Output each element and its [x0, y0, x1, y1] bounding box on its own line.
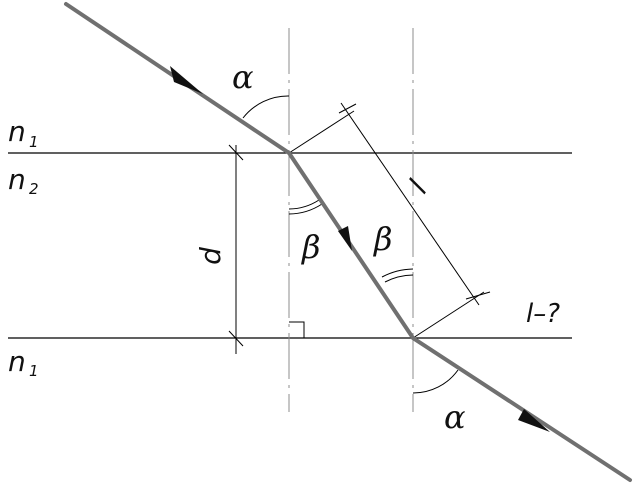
angle-refraction-right-label: β — [373, 220, 393, 258]
angle-arc-refraction-left-inner — [288, 199, 320, 210]
thickness-tick-top — [228, 144, 244, 161]
thickness-tick-bottom — [228, 330, 244, 347]
medium-middle-subscript: 2 — [29, 180, 39, 198]
thickness-label: d — [194, 247, 227, 265]
angle-exit-label: α — [444, 398, 466, 436]
right-angle-marker — [289, 321, 305, 338]
angle-arc-refraction-right-inner — [384, 274, 414, 283]
shift-tick-bottom — [465, 291, 491, 300]
ray-arrow-incident — [170, 66, 203, 94]
shift-tick-top — [338, 103, 357, 114]
medium-middle-label: n — [8, 163, 26, 196]
angle-arc-refraction-left-outer — [288, 203, 323, 215]
shift-dimension-line — [340, 102, 480, 306]
shift-extension-line-top — [288, 110, 355, 154]
angle-incidence-label: α — [232, 58, 254, 96]
question-label: l–? — [526, 299, 560, 329]
shift-label: l — [402, 174, 434, 199]
ray-arrow-exit — [518, 409, 550, 432]
ray-arrow-refracted — [338, 226, 352, 251]
medium-bottom-label: n — [8, 345, 26, 378]
angle-arc-exit-bottom — [412, 369, 459, 394]
medium-top-label: n — [8, 115, 26, 148]
medium-top-subscript: 1 — [29, 133, 39, 151]
shift-extension-line-bottom — [412, 291, 485, 339]
medium-bottom-subscript: 1 — [29, 362, 39, 380]
angle-refraction-left-label: β — [301, 228, 321, 266]
angle-arc-incidence-top — [242, 95, 290, 119]
angle-arc-refraction-right-outer — [381, 268, 414, 278]
